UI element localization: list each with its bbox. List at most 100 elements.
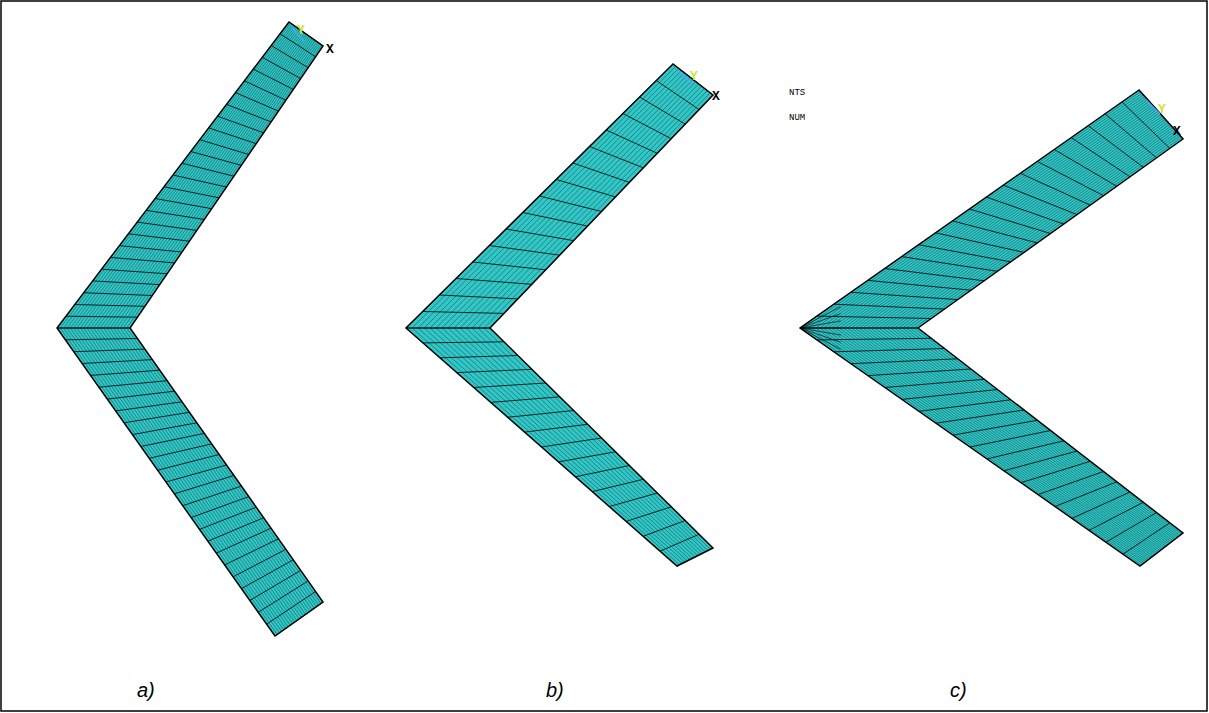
element-edge	[868, 280, 971, 290]
element-edge	[590, 147, 644, 168]
element-edge	[137, 222, 197, 230]
mesh-line	[478, 91, 708, 551]
element-edge	[800, 328, 841, 335]
element-edge	[439, 295, 518, 299]
element-edge	[673, 64, 713, 95]
element-edge	[258, 581, 308, 612]
element-edge	[457, 369, 532, 372]
mesh-line	[910, 136, 1180, 536]
mesh-line	[906, 134, 1178, 536]
element-edge	[456, 279, 532, 285]
element-edge	[120, 246, 183, 253]
element-edge	[558, 452, 615, 462]
mesh-line	[107, 38, 312, 612]
element-edge	[116, 402, 182, 411]
element-edge	[236, 93, 279, 112]
element-edge	[800, 328, 841, 349]
element-edge	[800, 307, 841, 328]
axis-stroke	[678, 70, 692, 84]
element-edge	[216, 528, 271, 553]
element-edge	[592, 479, 643, 491]
element-edge	[57, 328, 130, 329]
element-edge	[623, 114, 671, 139]
element-edge	[208, 518, 264, 542]
mesh-strip	[406, 64, 713, 566]
element-edge	[225, 539, 279, 565]
element-edge	[1088, 126, 1143, 168]
mesh-group	[57, 22, 1183, 636]
mesh-line	[871, 119, 1166, 546]
element-edge	[851, 292, 958, 299]
element-edge	[987, 441, 1064, 459]
element-edge	[1139, 90, 1183, 139]
element-edge	[244, 81, 286, 100]
element-edge	[84, 293, 153, 296]
mesh-line	[894, 129, 1174, 539]
element-edge	[573, 163, 630, 182]
element-edge	[66, 316, 137, 317]
element-edge	[473, 262, 546, 270]
mesh-line	[867, 118, 1165, 548]
mesh-line	[898, 131, 1176, 539]
element-edge	[191, 152, 242, 166]
element-edge	[1021, 461, 1090, 482]
mesh-line	[120, 43, 318, 607]
element-edge	[200, 507, 257, 529]
element-edge	[1038, 472, 1104, 495]
mesh-line	[454, 82, 698, 556]
element-edge	[542, 438, 602, 447]
element-edge	[800, 328, 918, 329]
mesh-line	[87, 32, 303, 622]
mesh-line	[466, 86, 703, 553]
element-edge	[124, 412, 189, 423]
element-edge	[800, 328, 841, 342]
element-edge	[149, 444, 212, 458]
subfigure-caption: c)	[950, 680, 967, 700]
element-edge	[93, 281, 160, 285]
element-edge	[218, 116, 264, 133]
element-edge	[133, 423, 197, 435]
element-edge	[525, 424, 588, 432]
element-edge	[253, 69, 293, 89]
element-edge	[174, 476, 234, 494]
element-edge	[987, 197, 1064, 224]
element-edge	[102, 269, 168, 274]
element-edge	[606, 130, 657, 153]
mesh-line	[117, 42, 317, 609]
element-edge	[556, 180, 615, 197]
mesh-line	[879, 123, 1169, 544]
mesh-line	[484, 93, 710, 550]
mesh-line	[812, 95, 1145, 563]
mesh-line	[442, 77, 692, 558]
element-edge	[107, 391, 174, 399]
element-edge	[800, 328, 841, 357]
element-edge	[902, 257, 998, 272]
element-edge	[99, 381, 167, 388]
element-edge	[489, 246, 559, 256]
mesh-line	[127, 45, 322, 604]
element-edge	[1105, 114, 1156, 158]
element-edge	[885, 379, 984, 387]
element-edge	[111, 257, 175, 263]
element-edge	[141, 433, 204, 446]
element-edge	[233, 549, 286, 577]
element-edge	[656, 81, 699, 110]
element-edge	[800, 328, 841, 329]
element-edge	[1106, 513, 1157, 543]
element-edge	[508, 411, 574, 418]
element-edge	[643, 521, 685, 537]
element-edge	[262, 57, 301, 78]
element-edge	[1054, 150, 1117, 187]
element-edge	[250, 570, 301, 600]
element-edge	[936, 410, 1024, 423]
mesh-strip	[57, 22, 323, 636]
element-edge	[506, 229, 573, 241]
element-edge	[182, 163, 234, 176]
element-edge	[200, 140, 249, 155]
mesh-line	[808, 93, 1143, 564]
mesh-line	[90, 33, 304, 621]
element-edge	[800, 328, 918, 329]
